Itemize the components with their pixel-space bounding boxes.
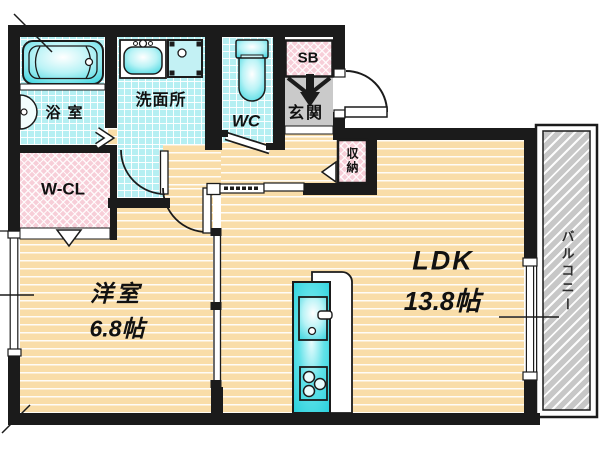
- balcony-window-icon: [522, 257, 538, 381]
- hallway-sliding-door: [206, 182, 305, 196]
- western-room-label: 洋室: [90, 280, 142, 307]
- toilet-label: WC: [231, 111, 261, 131]
- shoe-box-label: SB: [297, 49, 319, 67]
- ldk-size: 13.8帖: [403, 286, 481, 316]
- washing-machine-pan-icon: [167, 39, 203, 78]
- entrance-label: 玄関: [287, 105, 325, 122]
- bathroom-label: 浴室: [45, 104, 90, 122]
- room-partition: [210, 228, 222, 388]
- ldk-label: LDK: [412, 245, 474, 276]
- western-room-window-icon: [7, 230, 22, 357]
- bathroom-folding-door-icon: [95, 127, 116, 149]
- front-door: [333, 68, 388, 119]
- washbasin-icon: [119, 39, 167, 79]
- balcony-deck: [543, 131, 590, 410]
- kitchen-faucet-icon: [317, 310, 333, 320]
- toilet-icon: [235, 39, 269, 102]
- storage-label: 収納: [345, 147, 359, 175]
- balcony-label: バルコニー: [559, 229, 575, 315]
- washroom-label: 洗面所: [135, 92, 187, 109]
- storage-door-marker: [320, 160, 337, 184]
- walk-in-closet-area: [18, 153, 110, 228]
- wcl-door-marker: [19, 227, 111, 248]
- western-room-size: 6.8帖: [89, 315, 145, 342]
- corner-marks: [1, 13, 53, 434]
- western-room-door: [162, 187, 212, 234]
- bath-counter-icon: [19, 94, 38, 130]
- stove-icon: [299, 366, 328, 401]
- entrance-step: [284, 125, 334, 135]
- kitchen-counter-icon: [292, 271, 353, 414]
- walls: [8, 25, 540, 425]
- dimension-ticks: [0, 230, 559, 318]
- walk-in-closet-label: W-CL: [40, 179, 86, 199]
- washroom-floor-extension: [117, 145, 163, 198]
- washroom-door: [120, 149, 169, 195]
- wc-door: [221, 130, 273, 155]
- entrance-direction-arrow-icon: [286, 74, 332, 107]
- shoe-box-area: [285, 40, 333, 77]
- storage-outline: [320, 138, 369, 185]
- storage-area: [338, 140, 367, 183]
- bathtub-icon: [19, 40, 106, 91]
